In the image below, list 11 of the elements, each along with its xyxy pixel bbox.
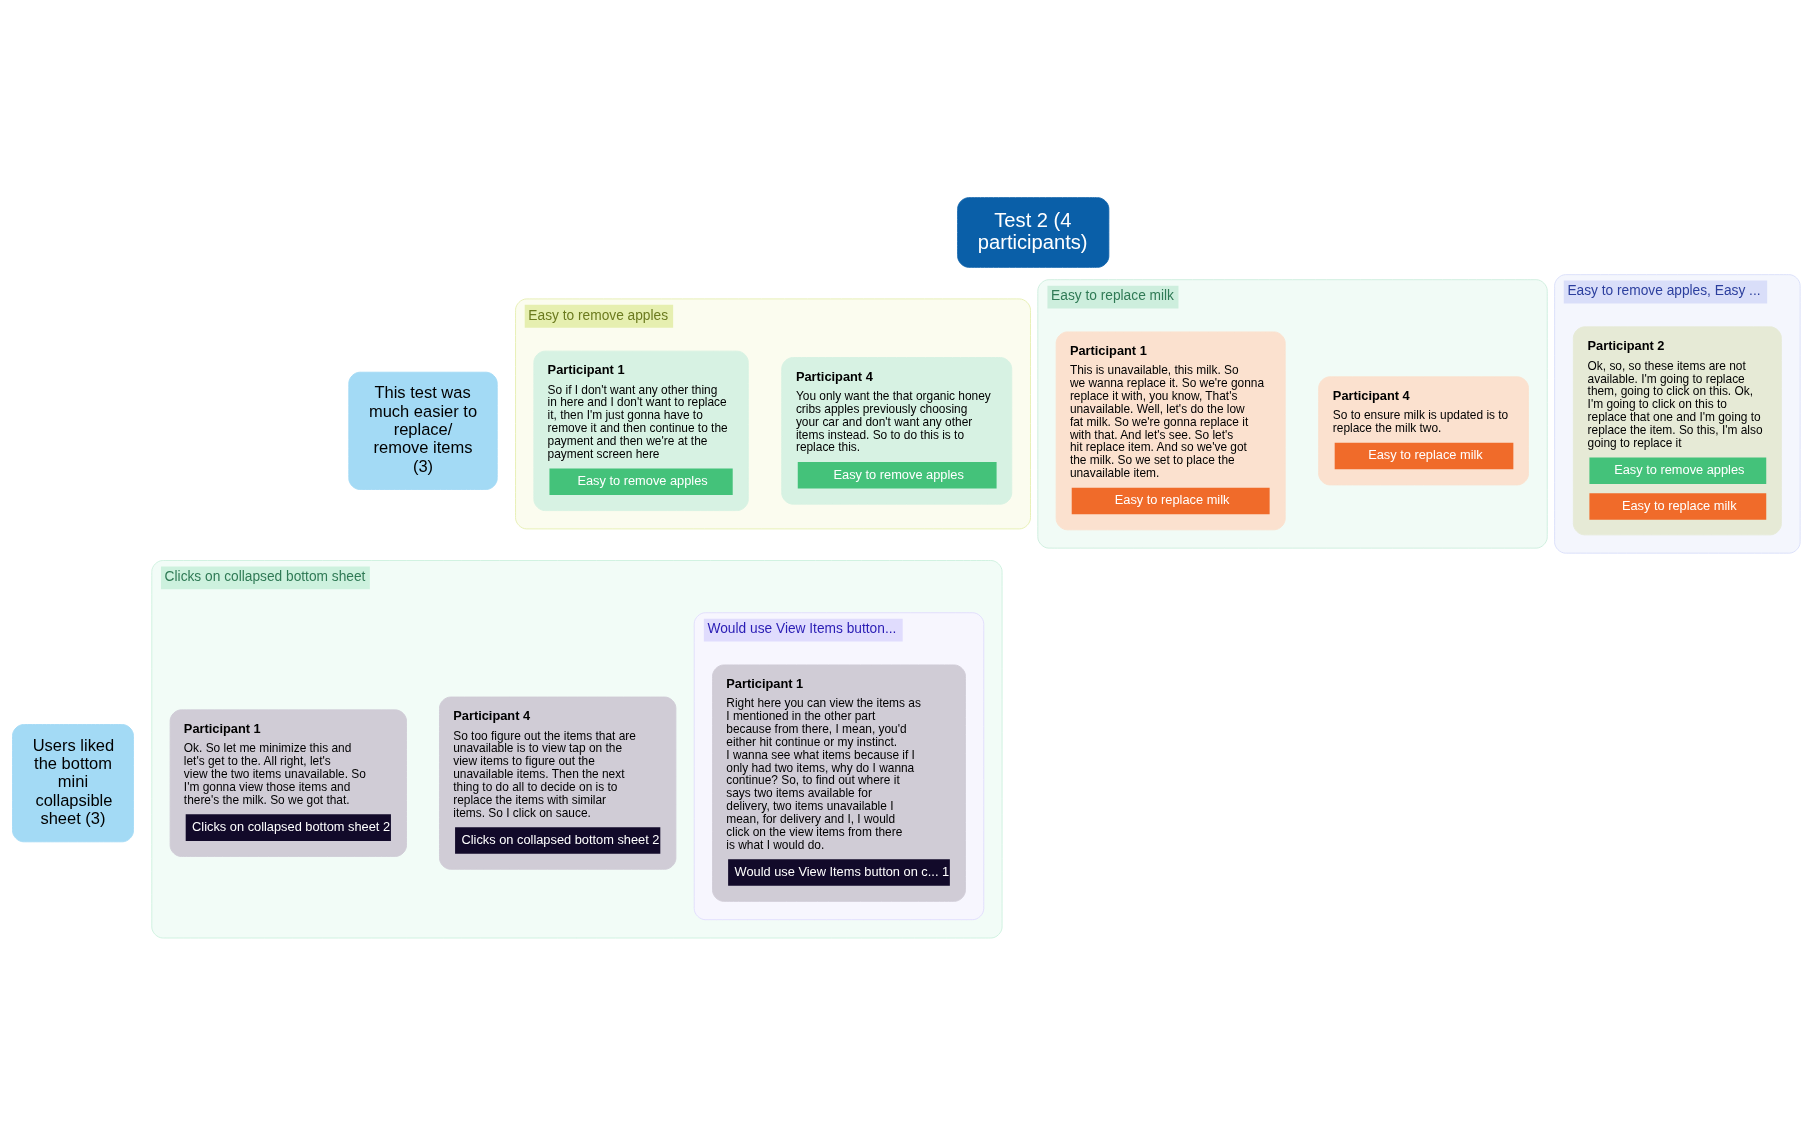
node-box: Participant 1 So if I don't want any other thing in here and I don't want to replace it, then I'm just gonna have to remove it and then continue to the payment and then we're at the payment screen here Easy to remove apples <box>533 350 749 511</box>
node-box: This test was much easier to replace/ remove items (3) <box>348 371 498 490</box>
node-box: Participant 1 Ok. So let me minimize this and let's get to the. All right, let's view the two items unavailable. So I'm gonna view those items and there's the milk. So we got that. Clicks on collapsed bottom sheet 2 <box>169 708 407 857</box>
node-box: Participant 4 So to ensure milk is updated is to replace the milk two. Easy to replace milk <box>1318 375 1529 485</box>
node-box: Participant 1 Right here you can view the items as I mentioned in the other part because from there, I mean, you'd either hit continue or my instinct. I wanna see what items because if I only had two items, why do I wanna continue? So, to find out where it says two items available for delivery, two items unavailable I mean, for delivery and I, I would click on the view items from there is what I would do. Would use View Items button on c... 1 <box>712 664 966 902</box>
node-box: Test 2 (4 participants) <box>957 196 1110 268</box>
node-box: Participant 2 Ok, so, so these items are not available. I'm going to replace them, going to click on this. Ok, I'm going to click on this to replace that one and I'm going to replace the item. So this, I'm also going to replace it Easy to remove apples Easy to replace milk <box>1572 325 1782 535</box>
node-box: Participant 4 You only want the that organic honey cribs apples previously choosing your car and don't want any other items instead. So to do this is to replace this. Easy to remove apples <box>781 356 1013 505</box>
node-box: Users liked the bottom mini collapsible sheet (3) <box>12 723 134 842</box>
node-box: Participant 1 This is unavailable, this milk. So we wanna replace it. So we're gonna replace it with, you know, That's unavailable. Well, let's do the low fat milk. So we're gonna replace it with that. And let's see. So let's hit replace item. And so we've got the milk. So we set to place the unavailable item. Easy to replace milk <box>1055 330 1286 530</box>
node-box: Participant 4 So too figure out the items that are unavailable is to view tap on the view items to figure out the unavailable items. Then the next thing to do all to decide on is to replace the items with similar items. So I click on sauce. Clicks on collapsed bottom sheet 2 <box>439 696 677 870</box>
